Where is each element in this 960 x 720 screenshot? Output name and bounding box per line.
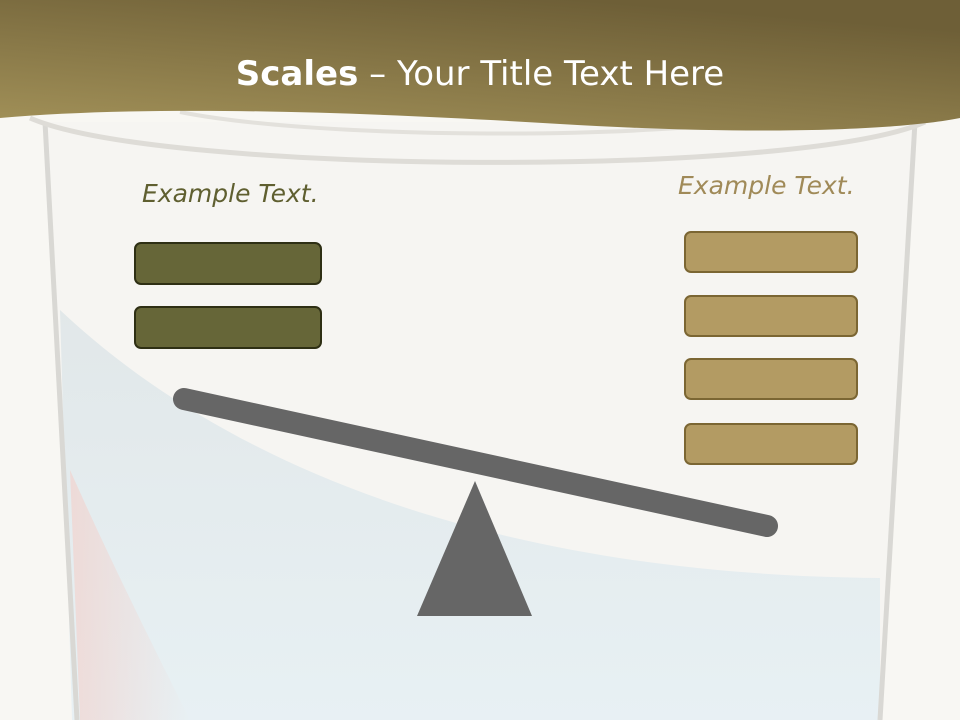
right-box-4 — [684, 423, 858, 465]
balance-beam-icon — [173, 388, 778, 537]
right-label: Example Text. — [678, 171, 855, 200]
title-bold: Scales — [235, 54, 359, 94]
triangle-fulcrum-icon — [417, 481, 532, 616]
right-box-3 — [684, 358, 858, 400]
page-title: Scales – Your Title Text Here — [0, 50, 960, 98]
left-label: Example Text. — [142, 179, 319, 208]
beaker-liquid — [60, 310, 880, 720]
left-box-2 — [134, 306, 322, 349]
right-box-2 — [684, 295, 858, 337]
title-rest: – Your Title Text Here — [358, 54, 725, 94]
right-box-1 — [684, 231, 858, 273]
left-box-1 — [134, 242, 322, 285]
header-banner — [0, 0, 960, 131]
